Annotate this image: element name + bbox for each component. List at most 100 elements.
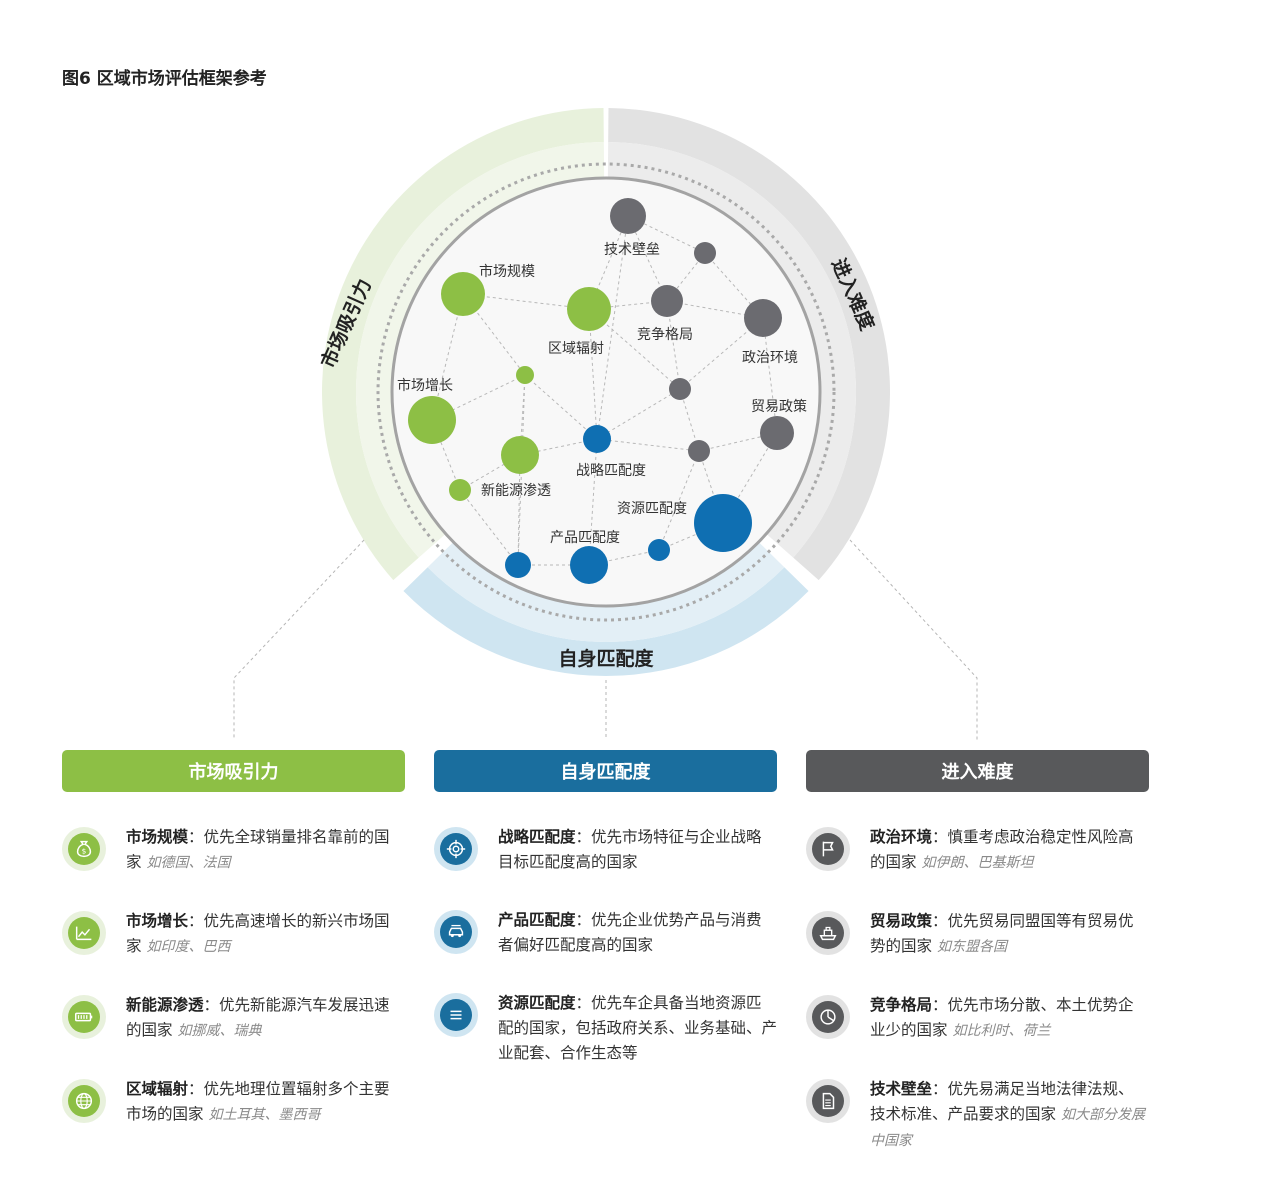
ring-fit-outer	[403, 567, 809, 676]
item-example: 如大部分发展中国家	[870, 1107, 1145, 1149]
column-fit: 自身匹配度战略匹配度：优先市场特征与企业战略目标匹配度高的国家产品匹配度：优先企…	[434, 750, 777, 1066]
item-name: 技术壁垒	[870, 1080, 933, 1098]
edge-gsmall2-b1	[459, 489, 519, 566]
ship-icon	[806, 911, 850, 955]
node-comp	[651, 285, 683, 317]
node-gsmall2	[449, 479, 471, 501]
list-item: 竞争格局：优先市场分散、本土优势企业少的国家 如比利时、荷兰	[806, 993, 1149, 1044]
node-label-size: 市场规模	[479, 263, 535, 280]
item-name: 市场规模	[126, 828, 189, 846]
edge-comp-pol	[666, 300, 764, 319]
node-trade	[760, 416, 794, 450]
item-description: ：优先全球销量排名靠前的国家	[126, 828, 390, 871]
dotted-ring	[376, 162, 836, 622]
node-size	[441, 272, 485, 316]
target-icon	[434, 827, 478, 871]
list-icon	[434, 993, 478, 1037]
item-description: ：优先易满足当地法律法规、技术标准、产品要求的国家	[870, 1080, 1134, 1123]
item-name: 市场增长	[126, 912, 189, 930]
column-header-fit: 自身匹配度	[434, 750, 777, 792]
ring-attraction-inner	[356, 142, 605, 558]
node-rad	[567, 287, 611, 331]
item-name: 竞争格局	[870, 996, 933, 1014]
node-label-tech: 技术壁垒	[604, 242, 660, 258]
list-item: 政治环境：慎重考虑政治稳定性风险高的国家 如伊朗、巴基斯坦	[806, 825, 1149, 876]
node-label-prod: 产品匹配度	[550, 530, 620, 546]
item-name: 政治环境	[870, 828, 933, 846]
document-icon	[806, 1079, 850, 1123]
node-label-ne: 新能源渗透	[481, 483, 551, 499]
edge-pol-trade	[762, 317, 778, 434]
figure-title: 图6 区域市场评估框架参考	[62, 69, 267, 89]
node-growth	[408, 396, 456, 444]
leader-line-2	[849, 539, 978, 740]
column-difficulty: 进入难度政治环境：慎重考虑政治稳定性风险高的国家 如伊朗、巴基斯坦贸易政策：优先…	[806, 750, 1149, 1154]
edge-tech-strat	[596, 215, 629, 440]
node-label-res: 资源匹配度	[617, 501, 687, 517]
item-description: ：优先贸易同盟国等有贸易优势的国家	[870, 912, 1134, 955]
node-label-growth: 市场增长	[397, 377, 453, 394]
item-example: 如伊朗、巴基斯坦	[921, 855, 1034, 871]
flag-icon	[806, 827, 850, 871]
node-pol	[744, 299, 782, 337]
leader-line-0	[233, 539, 365, 740]
list-item: 资源匹配度：优先车企具备当地资源匹配的国家，包括政府关系、业务基础、产业配套、合…	[434, 991, 777, 1066]
item-description: ：优先市场特征与企业战略目标匹配度高的国家	[498, 828, 762, 871]
ring-difficulty-outer	[608, 108, 890, 581]
node-gsmall	[516, 366, 534, 384]
growth-chart-icon	[62, 911, 106, 955]
battery-icon	[62, 995, 106, 1039]
node-b2	[648, 539, 670, 561]
edge-strat-g7	[596, 438, 700, 452]
node-g5	[669, 378, 691, 400]
ring-fit-inner	[427, 542, 785, 642]
node-b1	[505, 552, 531, 578]
item-name: 资源匹配度	[498, 994, 576, 1012]
edge-gsmall-strat	[524, 374, 598, 440]
item-description: ：慎重考虑政治稳定性风险高的国家	[870, 828, 1134, 871]
item-name: 产品匹配度	[498, 911, 576, 929]
outer-rings	[322, 108, 890, 676]
node-tech	[610, 198, 646, 234]
list-item: 产品匹配度：优先企业优势产品与消费者偏好匹配度高的国家	[434, 908, 777, 958]
list-item: 区域辐射：优先地理位置辐射多个主要市场的国家 如土耳其、墨西哥	[62, 1077, 405, 1128]
item-example: 如挪威、瑞典	[177, 1023, 262, 1039]
node-label-rad: 区域辐射	[548, 341, 604, 357]
ring-label-fit: 自身匹配度	[558, 647, 654, 670]
node-label-strat: 战略匹配度	[576, 463, 646, 479]
edge-rad-strat	[588, 308, 598, 440]
node-label-comp: 竞争格局	[637, 326, 693, 343]
item-description: ：优先市场分散、本土优势企业少的国家	[870, 996, 1134, 1039]
item-example: 如印度、巴西	[146, 939, 231, 955]
edge-g2-comp	[666, 252, 706, 302]
item-example: 如德国、法国	[146, 855, 231, 871]
item-example: 如东盟各国	[936, 939, 1007, 955]
node-strat	[583, 425, 611, 453]
list-item: 战略匹配度：优先市场特征与企业战略目标匹配度高的国家	[434, 825, 777, 875]
edge-gsmall-b1	[517, 374, 526, 566]
item-name: 贸易政策	[870, 912, 933, 930]
column-attraction: 市场吸引力 $ 市场规模：优先全球销量排名靠前的国家 如德国、法国市场增长：优先高速…	[62, 750, 405, 1128]
car-icon	[434, 910, 478, 954]
money-bag-icon: $	[62, 827, 106, 871]
edge-size-gsmall	[462, 293, 526, 376]
column-header-attraction: 市场吸引力	[62, 750, 405, 792]
node-res	[694, 494, 752, 552]
item-description: ：优先高速增长的新兴市场国家	[126, 912, 390, 955]
edge-g7-res	[698, 450, 724, 524]
node-label-trade: 贸易政策	[751, 398, 807, 415]
item-name: 区域辐射	[126, 1080, 189, 1098]
item-description: ：优先地理位置辐射多个主要市场的国家	[126, 1080, 390, 1123]
column-header-difficulty: 进入难度	[806, 750, 1149, 792]
list-item: $ 市场规模：优先全球销量排名靠前的国家 如德国、法国	[62, 825, 405, 876]
node-label-pol: 政治环境	[742, 350, 798, 366]
node-g2	[694, 242, 716, 264]
item-description: ：优先企业优势产品与消费者偏好匹配度高的国家	[498, 911, 762, 954]
list-item: 市场增长：优先高速增长的新兴市场国家 如印度、巴西	[62, 909, 405, 960]
item-example: 如比利时、荷兰	[952, 1023, 1051, 1039]
item-description: ：优先车企具备当地资源匹配的国家，包括政府关系、业务基础、产业配套、合作生态等	[498, 994, 778, 1062]
ring-difficulty-inner	[607, 142, 857, 558]
item-example: 如土耳其、墨西哥	[208, 1107, 321, 1123]
